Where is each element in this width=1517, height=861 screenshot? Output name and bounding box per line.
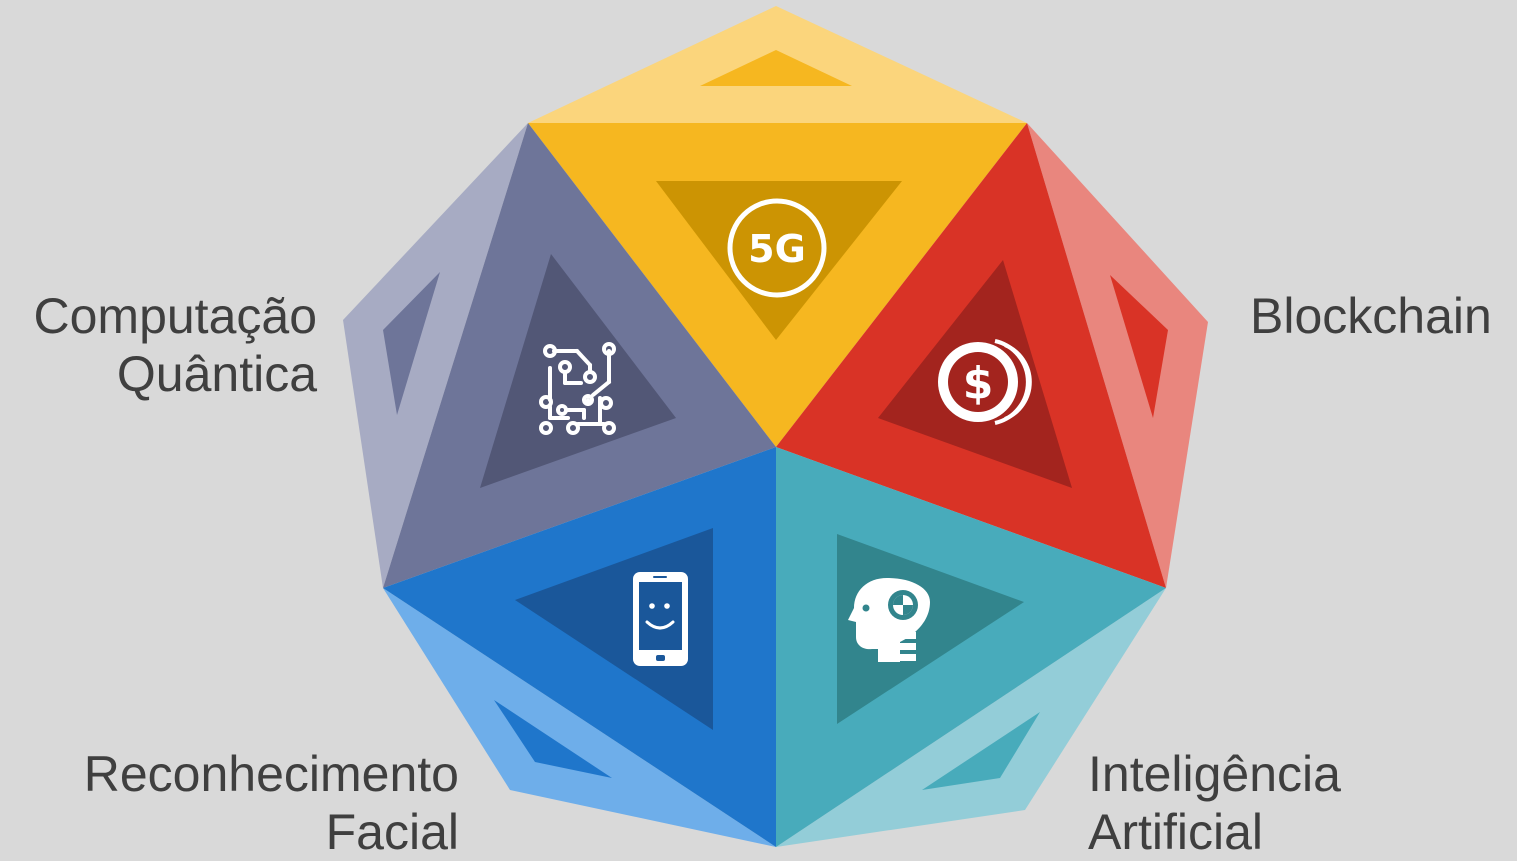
label-computacao-quantica-line1: Computação — [33, 288, 318, 344]
outer-facet-right-inner — [1110, 275, 1168, 418]
facet-quantum-inner — [480, 254, 676, 488]
label-reconhecimento-facial-line1: Reconhecimento — [83, 746, 459, 802]
label-reconhecimento-facial-line2: Facial — [325, 804, 459, 860]
label-inteligencia-artificial: Inteligência Artificial — [1088, 745, 1341, 861]
facet-5g-inner — [656, 181, 902, 340]
label-inteligencia-artificial-line1: Inteligência — [1088, 746, 1341, 802]
label-computacao-quantica-line2: Quântica — [116, 346, 317, 402]
5g-icon: 5G — [727, 198, 827, 298]
outer-facet-right — [1027, 123, 1208, 588]
outer-facet-left — [343, 123, 528, 588]
outer-facet-bottom-right-inner — [922, 712, 1040, 790]
smartphone-face-icon — [633, 572, 688, 666]
label-blockchain-line1: Blockchain — [1250, 288, 1492, 344]
outer-facet-left-inner — [383, 272, 440, 415]
dollar-coin-icon: $ — [938, 339, 1032, 425]
ai-head-icon — [848, 578, 930, 662]
outer-facet-top-inner — [700, 50, 852, 86]
dollar-coin-icon-text: $ — [963, 358, 994, 409]
circuit-board-icon — [539, 342, 616, 435]
facet-ai — [776, 447, 1166, 847]
label-computacao-quantica: Computação Quântica — [34, 287, 318, 403]
5g-icon-text: 5G — [748, 227, 806, 271]
label-blockchain: Blockchain — [1250, 287, 1492, 345]
outer-facet-bottom-left-inner — [494, 700, 612, 778]
label-reconhecimento-facial: Reconhecimento Facial — [84, 745, 459, 861]
label-inteligencia-artificial-line2: Artificial — [1088, 804, 1264, 860]
